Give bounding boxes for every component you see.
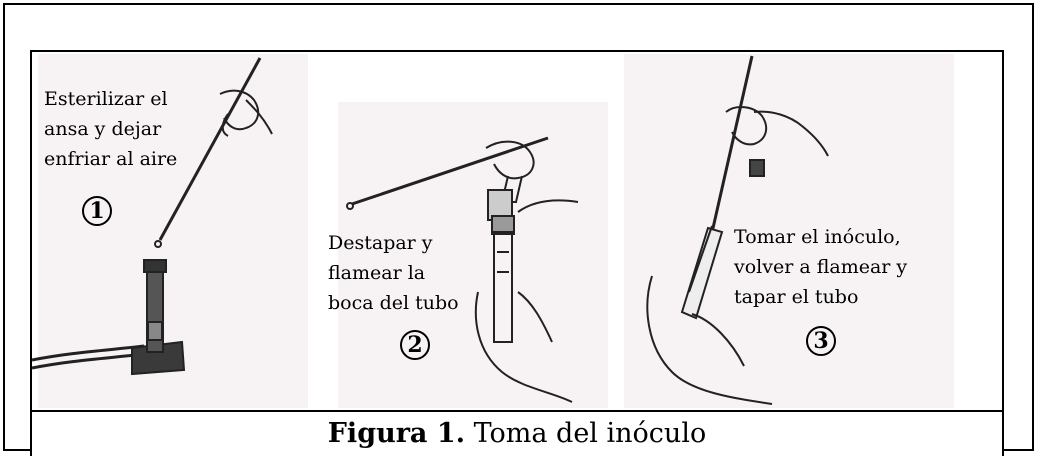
- step-3-text: Tomar el inóculo, volver a flamear y tap…: [734, 222, 907, 312]
- caption-label: Figura 1.: [328, 418, 465, 449]
- step-2-text: Destapar y flamear la boca del tubo: [328, 228, 459, 318]
- bunsen-burner-drawing: [32, 260, 184, 374]
- figure-box: Esterilizar el ansa y dejar enfriar al a…: [30, 50, 1004, 456]
- step-2-number: 2: [400, 330, 430, 360]
- caption-text: Toma del inóculo: [465, 418, 706, 449]
- figure-caption: Figura 1. Toma del inóculo: [32, 414, 1002, 456]
- step-1-number: 1: [82, 196, 112, 226]
- step-3-number: 3: [806, 326, 836, 356]
- step-1-text: Esterilizar el ansa y dejar enfriar al a…: [44, 84, 177, 174]
- illustration-area: Esterilizar el ansa y dejar enfriar al a…: [32, 52, 1002, 412]
